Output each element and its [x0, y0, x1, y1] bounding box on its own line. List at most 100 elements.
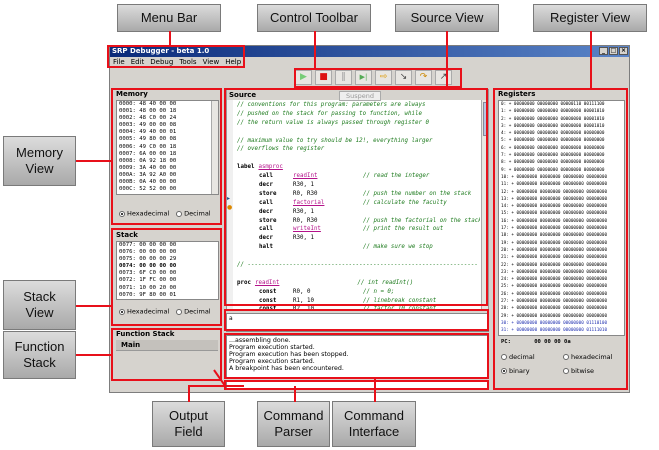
memory-row[interactable]: 000C: 52 52 00 00: [119, 186, 177, 193]
register-row[interactable]: 22: + 00000000 00000000 00000000 0000000…: [501, 262, 608, 268]
arrow-right-button[interactable]: ⇨: [375, 70, 392, 85]
memory-row[interactable]: 0006: 49 C0 00 18: [119, 143, 177, 150]
register-row[interactable]: 7: + 00000000 00000000 00000000 00000000: [501, 153, 605, 159]
breakpoint-icon[interactable]: ●: [227, 204, 233, 211]
register-row[interactable]: 10: + 00000000 00000000 00000000 0000000…: [501, 174, 608, 180]
register-row[interactable]: 30: + 00000000 00000000 00000000 0111010…: [501, 320, 608, 326]
source-label-link[interactable]: readInt: [254, 279, 280, 286]
memory-row[interactable]: 0001: 48 00 00 18: [119, 108, 177, 115]
register-row[interactable]: 3: + 00000000 00000000 00000000 00001010: [501, 123, 605, 129]
memory-row[interactable]: 0009: 3A 40 00 00: [119, 164, 177, 171]
stack-list[interactable]: 0077: 00 00 00 00 0076: 00 00 00 00 0075…: [116, 241, 219, 300]
register-hex-radio[interactable]: [563, 354, 569, 360]
register-row[interactable]: 4: + 00000000 00000000 00000000 00000000: [501, 131, 605, 137]
step-forward-button[interactable]: ▶|: [355, 70, 372, 85]
source-line[interactable]: // the return value is always passed thr…: [235, 119, 480, 128]
register-row[interactable]: 1: + 00000000 00000000 00000000 00001010: [501, 109, 605, 115]
maximize-button[interactable]: □: [609, 47, 618, 55]
register-row[interactable]: 24: + 00000000 00000000 00000000 0000000…: [501, 277, 608, 283]
minimize-button[interactable]: _: [599, 47, 608, 55]
register-row[interactable]: 9: + 00000000 00000000 00000000 00000000: [501, 167, 605, 173]
memory-row[interactable]: 0003: 49 00 00 08: [119, 122, 177, 129]
stack-row[interactable]: 0075: 00 00 00 29: [119, 256, 177, 263]
menu-debug[interactable]: Debug: [150, 58, 174, 66]
register-row[interactable]: 19: + 00000000 00000000 00000000 0000000…: [501, 240, 608, 246]
menu-tools[interactable]: Tools: [179, 58, 197, 66]
register-row[interactable]: 27: + 00000000 00000000 00000000 0000000…: [501, 299, 608, 305]
register-row[interactable]: 21: + 00000000 00000000 00000000 0000000…: [501, 255, 608, 261]
register-row[interactable]: 5: + 00000000 00000000 00000000 00000000: [501, 138, 605, 144]
close-button[interactable]: ×: [619, 47, 628, 55]
step-out-button[interactable]: ↗: [435, 70, 452, 85]
function-stack-list[interactable]: Main: [116, 340, 218, 378]
register-row[interactable]: 15: + 00000000 00000000 00000000 0000000…: [501, 211, 608, 217]
source-line[interactable]: [235, 252, 480, 261]
source-line[interactable]: constR2, 10// factor 10 constant: [235, 305, 480, 309]
register-decimal-radio[interactable]: [501, 354, 507, 360]
register-row[interactable]: 6: + 00000000 00000000 00000000 00000000: [501, 145, 605, 151]
output-field[interactable]: a: [226, 313, 489, 332]
register-binary-radio[interactable]: [501, 368, 507, 374]
source-line[interactable]: [235, 128, 480, 137]
stack-row[interactable]: 0071: 10 00 20 00: [119, 284, 177, 291]
register-row[interactable]: 28: + 00000000 00000000 00000000 0000000…: [501, 306, 608, 312]
stack-row[interactable]: 0073: 6F C0 00 00: [119, 270, 177, 277]
command-parser-input[interactable]: [226, 381, 489, 390]
stack-hex-radio[interactable]: [119, 308, 125, 315]
source-line[interactable]: [235, 270, 480, 279]
source-line[interactable]: // -------------------------------------…: [235, 261, 480, 270]
register-row[interactable]: 18: + 00000000 00000000 00000000 0000000…: [501, 233, 608, 239]
menu-file[interactable]: File: [113, 58, 125, 66]
memory-list[interactable]: 0000: 48 40 00 00 0001: 48 00 00 18 0002…: [116, 100, 219, 195]
source-call-link[interactable]: writeInt: [293, 226, 321, 233]
function-stack-item[interactable]: Main: [116, 340, 218, 351]
memory-row[interactable]: 0005: 49 80 00 08: [119, 136, 177, 143]
memory-row[interactable]: 0008: 0A 92 18 00: [119, 157, 177, 164]
source-code[interactable]: // conventions for this program: paramet…: [235, 101, 480, 309]
source-line[interactable]: [235, 154, 480, 163]
stop-button[interactable]: ■: [315, 70, 332, 85]
stack-row[interactable]: 0077: 00 00 00 00: [119, 242, 177, 248]
memory-row[interactable]: 000A: 3A 92 A0 00: [119, 171, 177, 178]
source-line[interactable]: // pushed on the stack for passing to fu…: [235, 110, 480, 119]
register-row[interactable]: 11: + 00000000 00000000 00000000 0000000…: [501, 182, 608, 188]
register-row[interactable]: 31: + 00000000 00000000 00000000 0111101…: [501, 328, 608, 334]
register-row[interactable]: 2: + 00000000 00000000 00000000 00001010: [501, 116, 605, 122]
memory-scrollbar[interactable]: [211, 101, 218, 194]
source-label-link[interactable]: asmproc: [258, 164, 283, 171]
source-line[interactable]: // conventions for this program: paramet…: [235, 101, 480, 110]
source-call-link[interactable]: factorial: [293, 199, 325, 206]
source-scrollbar[interactable]: [481, 100, 488, 309]
memory-row[interactable]: 0004: 49 40 00 01: [119, 129, 177, 136]
source-line[interactable]: // maximum value to try should be 12!, e…: [235, 137, 480, 146]
register-row[interactable]: 13: + 00000000 00000000 00000000 0000000…: [501, 196, 608, 202]
memory-row[interactable]: 0000: 48 40 00 00: [119, 101, 177, 107]
register-row[interactable]: 17: + 00000000 00000000 00000000 0000000…: [501, 226, 608, 232]
stack-row[interactable]: 0074: 00 00 00 00: [119, 263, 177, 270]
menu-edit[interactable]: Edit: [130, 58, 145, 66]
pause-button[interactable]: ‖: [335, 70, 352, 85]
register-row[interactable]: 20: + 00000000 00000000 00000000 0000000…: [501, 247, 608, 253]
stack-row[interactable]: 0072: 1F FC 00 00: [119, 277, 177, 284]
memory-row[interactable]: 0002: 48 C0 00 24: [119, 115, 177, 122]
menu-view[interactable]: View: [202, 58, 220, 66]
source-line[interactable]: // overflows the register: [235, 145, 480, 154]
source-line[interactable]: halt// make sure we stop: [235, 243, 480, 252]
register-row[interactable]: 14: + 00000000 00000000 00000000 0000000…: [501, 204, 608, 210]
source-call-link[interactable]: readInt: [293, 173, 318, 180]
stack-row[interactable]: 0076: 00 00 00 00: [119, 249, 177, 256]
menu-help[interactable]: Help: [225, 58, 242, 66]
memory-dec-radio[interactable]: [176, 210, 183, 217]
